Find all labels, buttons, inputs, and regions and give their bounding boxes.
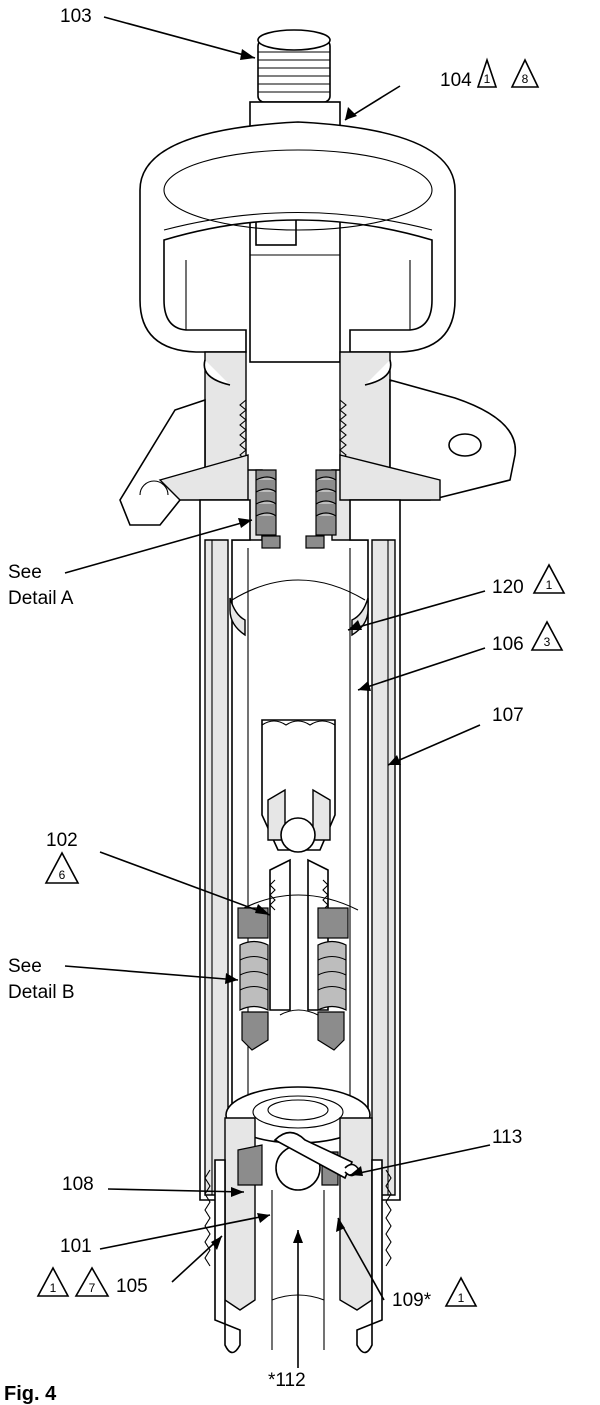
svg-text:7: 7	[89, 1281, 96, 1295]
svg-text:1: 1	[484, 72, 491, 86]
figure-caption: Fig. 4	[4, 1383, 57, 1405]
callout-detail-a-see: See	[8, 562, 42, 583]
callout-detail-b-see: See	[8, 956, 42, 977]
mounting-flange	[119, 378, 517, 526]
svg-text:1: 1	[458, 1291, 465, 1305]
callout-112: *112	[268, 1370, 306, 1391]
warning-triangle-120: 1	[532, 563, 566, 594]
callout-detail-b-name: Detail B	[8, 982, 75, 1003]
callout-detail-a-name: Detail A	[8, 588, 74, 609]
warning-triangle-105-b: 7	[74, 1266, 110, 1297]
warning-triangle-102: 6	[44, 851, 80, 884]
callout-109: 109*	[392, 1290, 432, 1311]
warning-triangle-104-b: 8	[510, 58, 540, 88]
svg-text:6: 6	[59, 868, 66, 882]
callout-107: 107	[492, 705, 524, 726]
arrowheads	[211, 49, 401, 1250]
callout-102: 102	[46, 830, 78, 851]
warning-triangle-106: 3	[530, 620, 564, 651]
svg-text:3: 3	[544, 635, 551, 649]
warning-triangles: 1 8 1 3 6 1 7 1	[36, 57, 566, 1307]
intake-valve-housing	[204, 1086, 392, 1354]
callout-113: 113	[492, 1127, 523, 1148]
outer-cylinder	[199, 499, 401, 1201]
piston-packings	[237, 907, 349, 1051]
inner-cylinder	[229, 548, 369, 1180]
callout-101: 101	[60, 1236, 92, 1257]
callout-105: 105	[116, 1276, 148, 1297]
warning-triangle-105-a: 1	[36, 1266, 70, 1297]
svg-text:1: 1	[546, 578, 553, 592]
rod-threaded-end	[257, 29, 331, 103]
callout-120: 120	[492, 577, 524, 598]
callout-103: 103	[60, 6, 92, 27]
svg-text:8: 8	[522, 72, 529, 86]
throat-packings	[255, 469, 337, 549]
wet-cup	[139, 121, 456, 353]
callout-104: 104	[440, 70, 472, 91]
warning-triangle-109: 1	[444, 1276, 478, 1307]
leader-lines	[64, 16, 491, 1368]
warning-triangle-104-a: 1	[476, 57, 498, 88]
callout-106: 106	[492, 634, 524, 655]
svg-text:1: 1	[50, 1281, 57, 1295]
callout-108: 108	[62, 1174, 94, 1195]
